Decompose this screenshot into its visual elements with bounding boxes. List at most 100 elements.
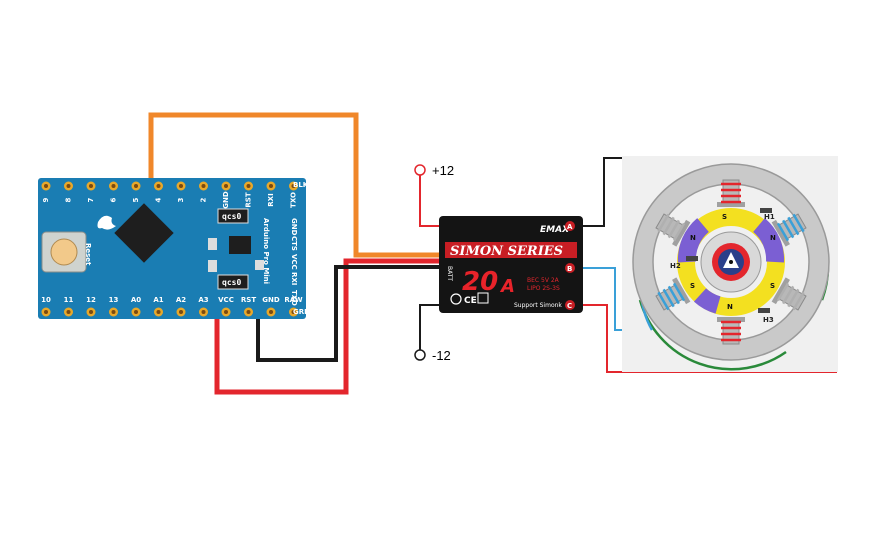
pin-label: GND (222, 191, 230, 209)
positive-terminal (414, 164, 426, 176)
stator-tooth (655, 277, 691, 311)
header-pin: A2 (176, 296, 186, 317)
header-pin: 11 (64, 296, 74, 317)
header-pin: 7 (86, 181, 96, 202)
svg-text:B: B (567, 265, 572, 273)
pin-label: A0 (131, 296, 141, 304)
crystal-label: qcs0 (222, 212, 241, 221)
pin-label: 11 (64, 296, 74, 304)
header-pin: 13 (109, 296, 119, 317)
pin-label: 13 (109, 296, 119, 304)
crystal-2-label: qcs0 (222, 278, 241, 287)
positive-label: +12 (432, 163, 454, 178)
stator-ring (633, 164, 829, 360)
header-pin: 4 (154, 181, 163, 202)
reset-button (41, 231, 87, 273)
esc-phase-a: A (565, 221, 575, 231)
esc-phase-c: C (565, 300, 575, 310)
pin-label: GND (262, 296, 280, 304)
esc-unit: A (499, 276, 515, 297)
pin-label: A3 (198, 296, 208, 304)
pole-label: N (727, 303, 733, 311)
microcontroller-chip (114, 203, 174, 263)
pin-label: VCC (218, 296, 234, 304)
header-pin: RAW (284, 296, 303, 317)
header-pin: 10 (41, 296, 51, 317)
pin-label: 5 (132, 197, 140, 202)
crystal (217, 208, 249, 224)
top-header: 9 8 7 6 5 4 3 2 GND RST RXI TXO (41, 181, 298, 209)
header-pin: 12 (86, 296, 96, 317)
negative-terminal (414, 349, 426, 361)
pin-label: 2 (200, 197, 208, 202)
esc-module: EMAX SIMON SERIES BATT 20 A BEC 5V 2A LI… (439, 216, 583, 313)
board-name: Arduino Pro Mini (262, 218, 270, 284)
pin-label: 6 (110, 197, 118, 202)
bottom-header: 10 11 12 13 A0 A1 A2 A3 VCC RST GND RAW (41, 296, 303, 317)
header-pin: 8 (64, 181, 73, 202)
vcc-wire-red (214, 258, 440, 395)
esc-brand: EMAX (540, 225, 570, 235)
stator-tooth (717, 317, 745, 345)
header-pin: VCC (218, 296, 234, 317)
negative-label: -12 (432, 348, 451, 363)
header-pin: A0 (131, 296, 141, 317)
esc-support: Support Simonk (514, 302, 562, 309)
esc-red-band (445, 242, 577, 258)
hall-sensor-h2 (686, 256, 698, 261)
winding-green-3 (638, 299, 787, 371)
wires (148, 112, 837, 395)
esc-current: 20 (462, 267, 498, 297)
pin-label: 3 (177, 197, 185, 202)
reset-label: Reset (84, 243, 92, 266)
hall-label-h3: H3 (763, 316, 774, 324)
pin-label: 9 (42, 197, 50, 202)
pin-label: RXI (290, 272, 298, 285)
pin-label: TXO (290, 290, 298, 306)
pin-label: RST (241, 296, 256, 304)
header-pin: 3 (176, 181, 186, 202)
pole-label: S (722, 213, 727, 221)
header-pin: RST (244, 181, 253, 208)
top-corner-label: BLK (293, 181, 309, 189)
pin-label: RXI (267, 193, 275, 206)
header-pin: GND (262, 296, 280, 317)
svg-text:C: C (567, 302, 572, 310)
signal-wire-orange (148, 112, 440, 258)
capacitor (208, 238, 217, 250)
pin-label: 8 (65, 197, 73, 202)
weee-icon (477, 292, 489, 304)
header-pin: RXI (266, 181, 276, 207)
pin-label: 12 (86, 296, 96, 304)
rotor-magnet-purple-3 (693, 288, 721, 314)
pin-label: CTS (290, 236, 298, 251)
pin-label: RAW (284, 296, 302, 304)
hall-sensor-h1 (760, 208, 772, 213)
header-pin: TXO (289, 181, 298, 208)
header-pin: 6 (109, 181, 118, 202)
hall-sensor-h3 (758, 308, 770, 313)
stator-teeth (655, 179, 807, 345)
battery-positive-wire (419, 175, 441, 227)
ce-mark-icon: CE (450, 293, 477, 306)
pole-label: S (690, 282, 695, 290)
esc-phase-b: B (565, 263, 575, 273)
hall-label-h2: H2 (670, 262, 681, 270)
esc-body (439, 216, 583, 313)
header-pin: 2 (199, 181, 208, 202)
pin-label: A1 (153, 296, 163, 304)
header-pin: A3 (198, 296, 209, 317)
capacitor-2 (208, 260, 217, 272)
sparkfun-logo-icon (97, 215, 116, 230)
pin-label: 4 (155, 197, 163, 202)
pin-label: TXO (290, 192, 298, 208)
pole-label: S (770, 282, 775, 290)
pin-label: VCC (290, 254, 298, 270)
pin-label: 10 (41, 296, 51, 304)
pin-label: 7 (87, 197, 95, 202)
pole-label: N (690, 234, 696, 242)
header-pin: 5 (131, 181, 141, 202)
stator-tooth (717, 179, 745, 207)
